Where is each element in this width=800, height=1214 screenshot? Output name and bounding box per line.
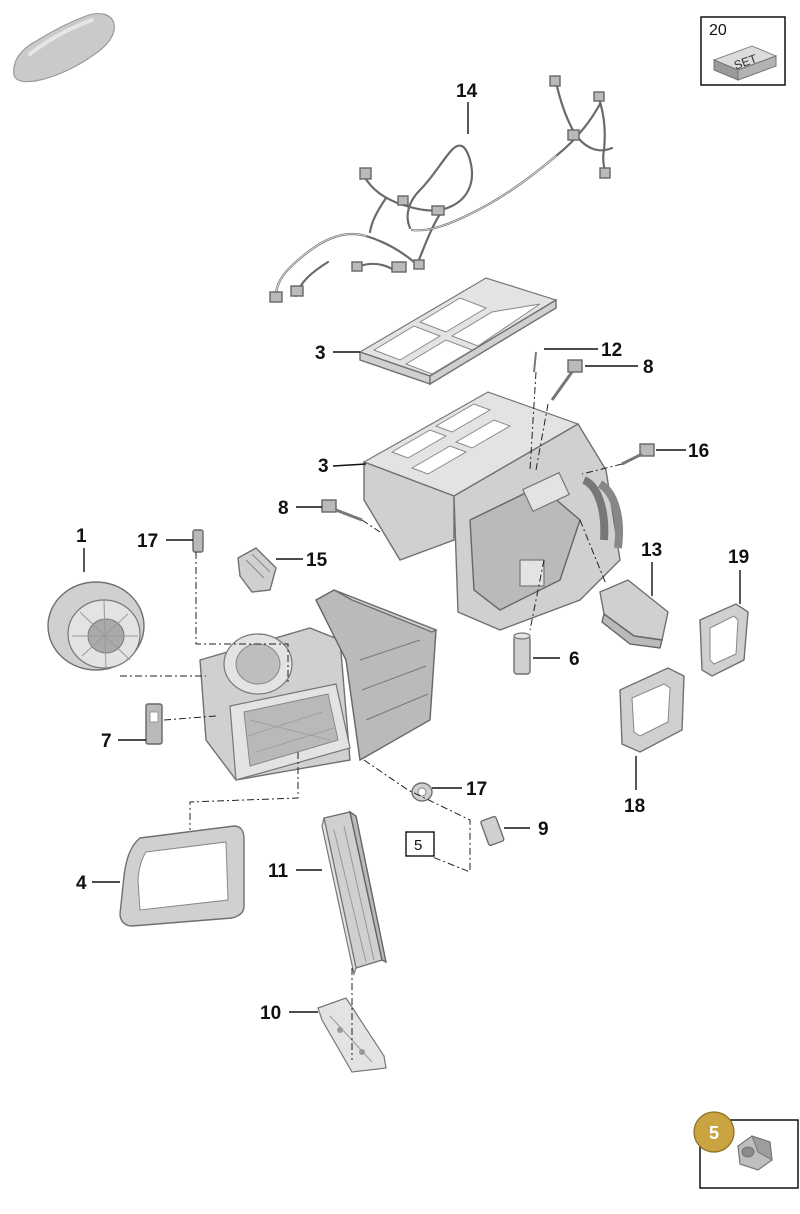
set-box[interactable]: 20 SET (700, 16, 786, 86)
callout-17-upper[interactable]: 17 (137, 531, 158, 552)
sensor-part-16[interactable] (621, 443, 655, 466)
fastener-badge (693, 1111, 735, 1153)
callout-4[interactable]: 4 (76, 873, 87, 894)
duct-frame-19[interactable] (699, 603, 749, 677)
wiring-harness[interactable] (269, 75, 614, 303)
control-module-13[interactable] (599, 579, 669, 649)
callout-13[interactable]: 13 (641, 540, 662, 561)
callout-12[interactable]: 12 (601, 340, 622, 361)
clip-part-9[interactable] (480, 815, 505, 847)
duct-frame-18[interactable] (619, 667, 685, 753)
cabin-filter[interactable] (321, 810, 387, 977)
callout-14[interactable]: 14 (456, 81, 478, 102)
actuator-part-7[interactable] (145, 703, 163, 745)
set-block-icon (712, 45, 778, 81)
grommet-part-17-lower[interactable] (411, 782, 433, 802)
callout-7[interactable]: 7 (101, 731, 112, 752)
sensor-part-8-right[interactable] (550, 359, 583, 401)
pin-part-12[interactable] (533, 351, 537, 373)
leader-lines (83, 102, 741, 1013)
callout-5-box (405, 831, 435, 857)
filter-gasket-frame[interactable] (119, 825, 245, 927)
callout-8-right[interactable]: 8 (643, 357, 654, 378)
upper-filter-frame[interactable] (358, 277, 558, 386)
fastener-badge-number: 5 (709, 1123, 719, 1143)
car-thumbnail (13, 13, 115, 83)
sensor-part-8-left[interactable] (321, 499, 363, 522)
fastener-reference-box[interactable]: 5 (693, 1111, 799, 1189)
callout-18[interactable]: 18 (624, 796, 645, 817)
resistor-part-15[interactable] (237, 547, 277, 593)
callout-15[interactable]: 15 (306, 550, 328, 571)
callout-5[interactable]: 5 (414, 837, 422, 854)
callout-17-lower[interactable]: 17 (466, 779, 487, 800)
callout-labels: 1 3 3 4 5 6 7 8 8 9 10 11 12 13 14 15 16… (76, 81, 749, 1024)
callout-11[interactable]: 11 (268, 861, 289, 882)
sensor-part-17-upper[interactable] (192, 529, 204, 553)
callout-1[interactable]: 1 (76, 526, 87, 547)
sensor-part-6[interactable] (513, 632, 531, 675)
blower-motor[interactable] (47, 581, 145, 671)
callout-16[interactable]: 16 (688, 441, 709, 462)
callout-3-lower[interactable]: 3 (318, 456, 329, 477)
callout-3-upper[interactable]: 3 (315, 343, 326, 364)
callout-9[interactable]: 9 (538, 819, 549, 840)
set-box-number: 20 (709, 22, 727, 39)
callout-19[interactable]: 19 (728, 547, 749, 568)
callout-6[interactable]: 6 (569, 649, 580, 670)
callout-8-left[interactable]: 8 (278, 498, 289, 519)
blower-housing[interactable] (199, 589, 438, 781)
callout-10[interactable]: 10 (260, 1003, 281, 1024)
hvac-main-housing[interactable] (362, 391, 623, 631)
assembly-lines (120, 371, 623, 1060)
hex-nut-icon (737, 1135, 773, 1171)
